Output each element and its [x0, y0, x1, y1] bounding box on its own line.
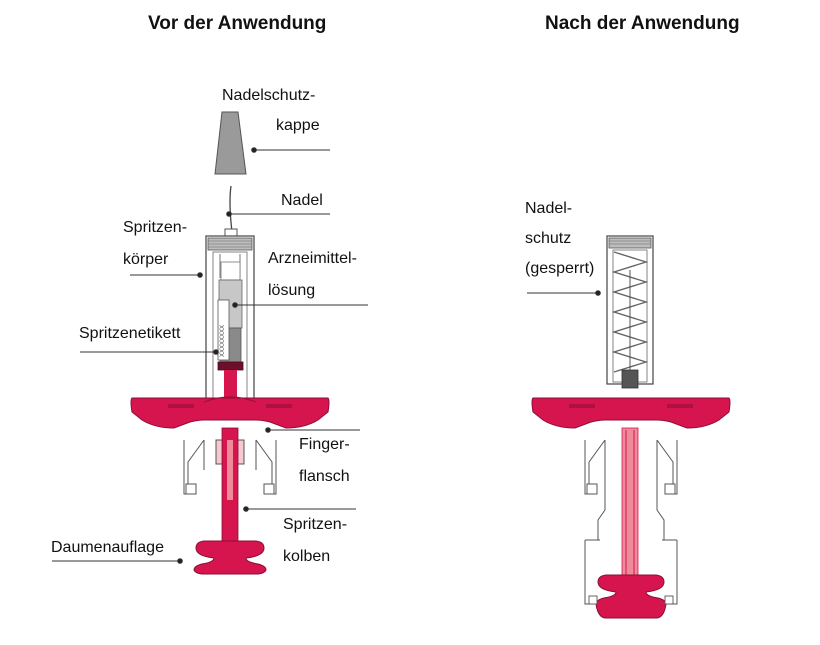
- label-plunger-rod-1: Spritzen-: [283, 516, 348, 533]
- needle: [229, 185, 233, 233]
- label-finger-flange-1: Finger-: [299, 436, 350, 453]
- label-needle: Nadel: [281, 192, 323, 209]
- label-finger-flange-2: flansch: [299, 468, 350, 485]
- spring: [611, 251, 649, 373]
- label-medicine-1: Arzneimittel-: [268, 250, 357, 267]
- label-syringe-label: Spritzenetikett: [79, 325, 181, 342]
- finger-flange: [130, 397, 330, 429]
- label-syringe-body-1: Spritzen-: [123, 219, 188, 236]
- label-needle-cap-1: Nadelschutz-: [222, 87, 316, 104]
- syringe-after: [531, 235, 731, 619]
- label-plunger-rod-2: kolben: [283, 548, 331, 565]
- needle-cap: [214, 111, 247, 175]
- syringe-label-strip: [217, 299, 230, 361]
- label-syringe-body-2: körper: [123, 251, 169, 268]
- heading-before: Vor der Anwendung: [148, 13, 327, 34]
- syringe-label-print: XXXXXXXX: [220, 325, 226, 357]
- label-needle-cap-2: kappe: [276, 117, 320, 134]
- label-needle-guard-3: (gesperrt): [525, 260, 595, 277]
- heading-after: Nach der Anwendung: [545, 13, 740, 34]
- label-medicine-2: lösung: [268, 282, 316, 299]
- label-needle-guard-2: schutz: [525, 230, 572, 247]
- label-needle-guard-1: Nadel-: [525, 200, 573, 217]
- thumb-pad: [193, 540, 267, 575]
- syringe-before: XXXXXXXX: [130, 111, 330, 575]
- label-thumb-pad: Daumenauflage: [51, 539, 164, 556]
